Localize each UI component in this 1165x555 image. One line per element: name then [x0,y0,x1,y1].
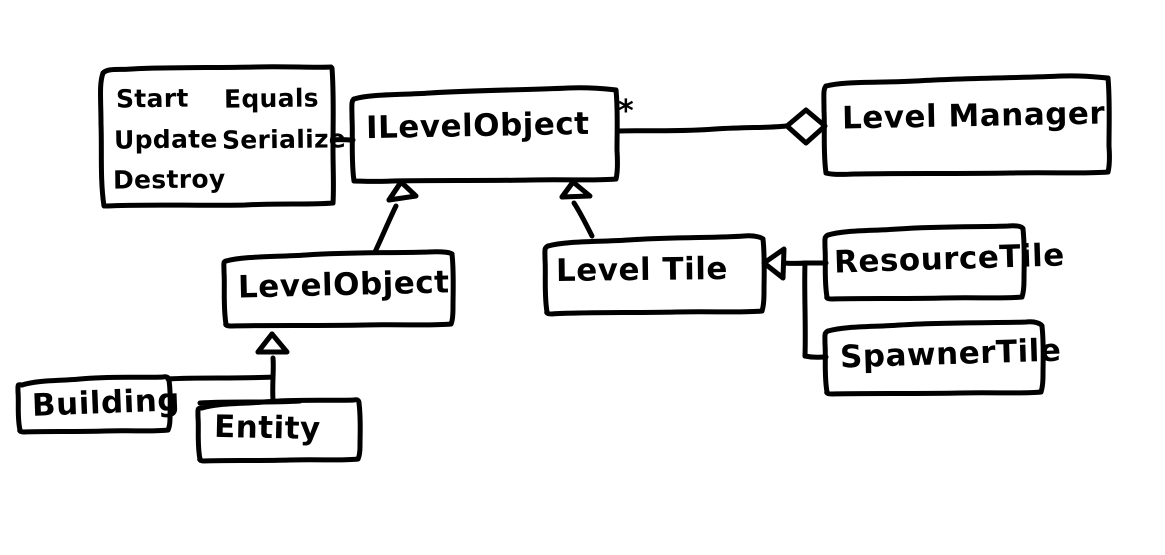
methods-note-box[interactable] [98,64,336,209]
resourcetile-box[interactable] [822,223,1027,302]
levelmanager-label: Level Manager [841,95,1106,137]
aggregation-line-ilevelobject-levelmanager [615,107,828,146]
entity-label: Entity [213,408,322,448]
spawnertile-label: SpawnerTile [839,332,1062,376]
methods-note-line1-left: Start [115,83,189,114]
inheritance-line-tiles-leveltile [761,246,829,360]
realization-line-leveltile-ilevelobject [559,179,595,239]
methods-note-line3-left: Destroy [112,164,226,195]
realization-line-levelobject-ilevelobject [372,179,419,255]
inheritance-line-building-entity-levelobject [165,331,303,406]
entity-box[interactable] [195,397,363,464]
methods-note-line2-left: Update [113,124,218,155]
leveltile-box[interactable] [542,233,767,317]
resourcetile-label: ResourceTile [833,237,1066,281]
methods-note-line1-right: Equals [223,83,320,114]
ilevelobject-multiplicity: * [618,94,635,129]
spawnertile-box[interactable] [822,319,1046,397]
ilevelobject-box[interactable] [349,85,620,184]
inheritance-triangle-leveltile [761,246,787,281]
levelobject-box[interactable] [221,249,456,329]
levelobject-label: LevelObject [237,264,450,306]
methods-note-line2-right: Serialize [221,124,347,155]
levelmanager-box[interactable] [821,73,1112,177]
ilevelobject-label: ILevelObject [365,105,590,147]
aggregation-diamond [784,107,828,146]
leveltile-label: Level Tile [555,250,729,290]
building-label: Building [31,382,181,424]
